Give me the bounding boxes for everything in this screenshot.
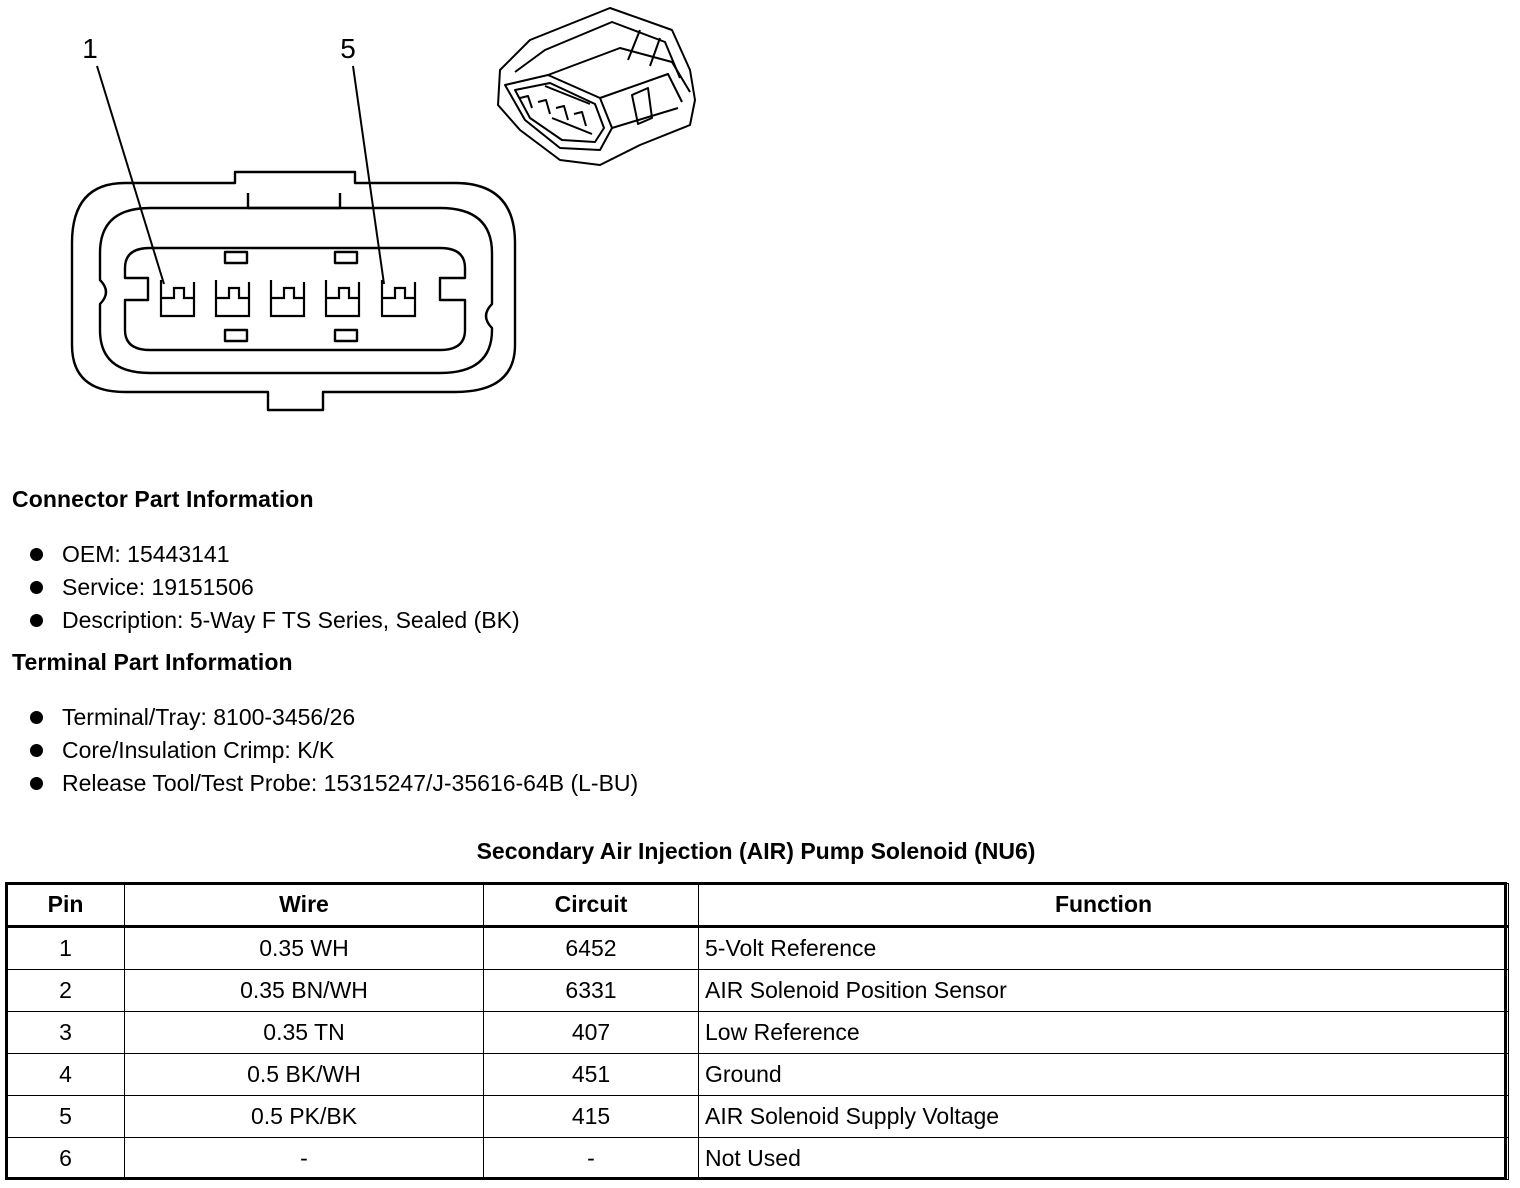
column-header-pin: Pin [6,883,125,928]
terminal-slot-3 [269,280,306,318]
pin-table-title: Secondary Air Injection (AIR) Pump Solen… [476,838,1036,864]
circuit-cell: - [483,1137,699,1180]
column-header-circuit: Circuit [483,883,699,928]
pin-cell: 1 [6,926,125,970]
wire-cell: - [124,1137,484,1180]
circuit-cell: 6331 [483,969,699,1012]
connector-outer-shell [70,170,517,412]
pin-1-leader [96,65,165,285]
terminal-slot-2 [214,280,251,318]
column-header-function: Function [698,883,1509,928]
circuit-cell: 451 [483,1053,699,1096]
pin-callout-5: 5 [340,33,356,64]
pin-table: Pin Wire Circuit Function 1 0.35 WH 6452… [6,883,1509,1180]
connector-isometric-icon [497,7,696,166]
pin-cell: 6 [6,1137,125,1180]
function-cell: Low Reference [698,1011,1509,1054]
function-cell: Ground [698,1053,1509,1096]
terminal-cavity [123,246,467,352]
terminal-part-info-list: Terminal/Tray: 8100-3456/26 Core/Insulat… [30,701,638,800]
wire-cell: 0.35 TN [124,1011,484,1054]
connector-part-info-heading: Connector Part Information [12,486,314,512]
table-row: 5 0.5 PK/BK 415 AIR Solenoid Supply Volt… [6,1095,1509,1138]
list-item: Core/Insulation Crimp: K/K [30,734,638,767]
pin-callout-1: 1 [82,33,98,64]
pin-cell: 2 [6,969,125,1012]
table-header-row: Pin Wire Circuit Function [6,883,1509,928]
wire-cell: 0.35 BN/WH [124,969,484,1012]
connector-part-info-list: OEM: 15443141 Service: 19151506 Descript… [30,538,520,637]
connector-inner-seal [246,193,342,210]
wire-cell: 0.5 PK/BK [124,1095,484,1138]
table-row: 2 0.35 BN/WH 6331 AIR Solenoid Position … [6,969,1509,1012]
circuit-cell: 407 [483,1011,699,1054]
circuit-cell: 6452 [483,926,699,970]
pin-cell: 4 [6,1053,125,1096]
list-item: Description: 5-Way F TS Series, Sealed (… [30,604,520,637]
function-cell: 5-Volt Reference [698,926,1509,970]
function-cell: AIR Solenoid Supply Voltage [698,1095,1509,1138]
list-item: Terminal/Tray: 8100-3456/26 [30,701,638,734]
column-header-wire: Wire [124,883,484,928]
list-item: Service: 19151506 [30,571,520,604]
function-cell: AIR Solenoid Position Sensor [698,969,1509,1012]
table-row: 6 - - Not Used [6,1137,1509,1180]
pin-cell: 3 [6,1011,125,1054]
wire-cell: 0.35 WH [124,926,484,970]
terminal-slot-4 [324,280,361,318]
terminal-slot-1 [159,280,196,318]
circuit-cell: 415 [483,1095,699,1138]
table-row: 1 0.35 WH 6452 5-Volt Reference [6,926,1509,970]
list-item: OEM: 15443141 [30,538,520,571]
terminal-part-info-heading: Terminal Part Information [12,649,293,675]
list-item: Release Tool/Test Probe: 15315247/J-3561… [30,767,638,800]
pin-5-leader [352,65,385,285]
wire-cell: 0.5 BK/WH [124,1053,484,1096]
table-row: 4 0.5 BK/WH 451 Ground [6,1053,1509,1096]
pin-cell: 5 [6,1095,125,1138]
terminal-slot-5 [380,280,417,318]
function-cell: Not Used [698,1137,1509,1180]
connector-face-diagram: 1 5 [70,7,696,412]
table-row: 3 0.35 TN 407 Low Reference [6,1011,1509,1054]
